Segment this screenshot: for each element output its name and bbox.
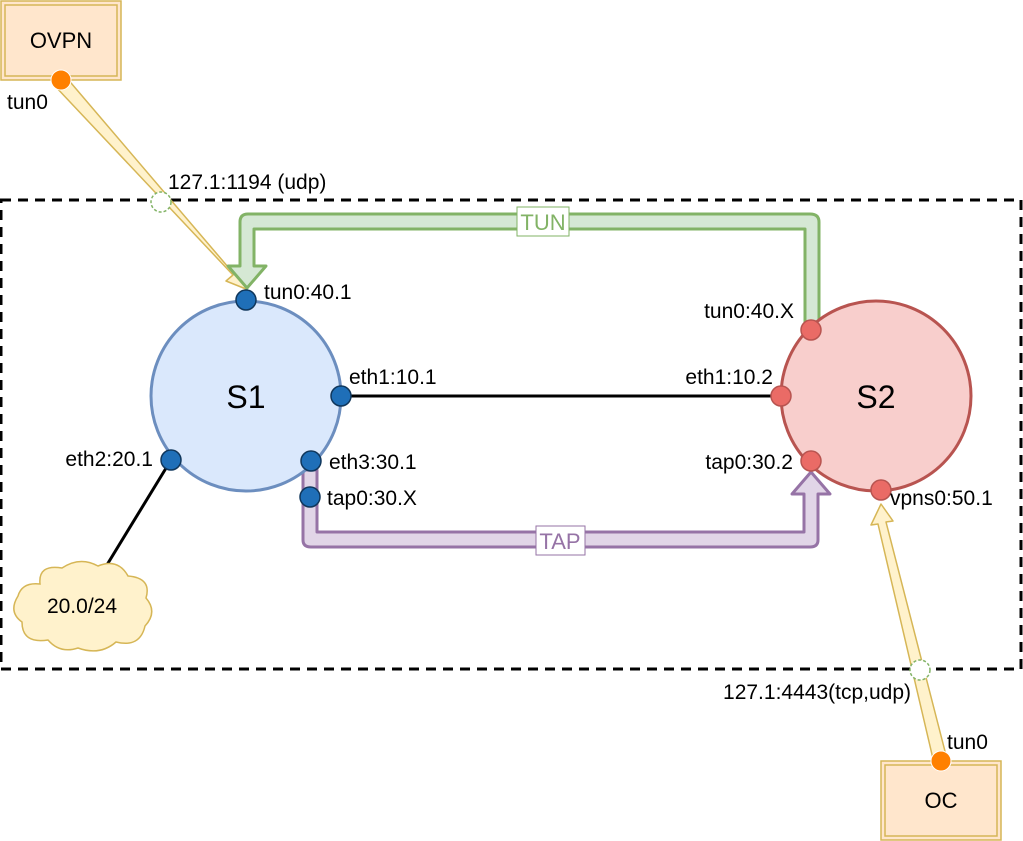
ovpn-tun0-port — [50, 69, 72, 91]
oc-listen-port — [909, 659, 931, 681]
ovpn-label: OVPN — [30, 28, 92, 53]
oc-label: OC — [925, 788, 958, 813]
s1-label: S1 — [226, 379, 265, 415]
s1-tap0-port — [299, 486, 321, 508]
s1-eth2-label: eth2:20.1 — [65, 448, 153, 471]
s2-tun0-label: tun0:40.X — [704, 300, 794, 323]
s2-eth1-label: eth1:10.2 — [685, 366, 773, 389]
s2-tap0-port — [800, 450, 822, 472]
oc-box — [880, 760, 1002, 841]
s2-tun0-port — [800, 319, 822, 341]
oc-tun0-label: tun0 — [947, 731, 988, 754]
s1-eth1-port — [330, 385, 352, 407]
tap-label-bg — [535, 525, 586, 556]
host-boundary — [0, 198, 1023, 671]
s2-eth1-port — [770, 385, 792, 407]
ovpn-listen-port — [150, 191, 172, 213]
s1-tap0-label: tap0:30.X — [327, 487, 417, 510]
s2-vpns0-port — [870, 479, 892, 501]
s1-tun0-port — [235, 289, 257, 311]
eth2-link — [100, 459, 173, 574]
tap-label: TAP — [539, 529, 580, 554]
ovpn-listen-label: 127.1:1194 (udp) — [168, 171, 326, 194]
oc-to-s2-arrow — [870, 503, 948, 764]
s2-label: S2 — [856, 379, 895, 415]
tun-label: TUN — [520, 210, 565, 235]
s2-vpns0-label: vpns0:50.1 — [890, 487, 993, 510]
tap-tunnel-arrow — [301, 468, 832, 549]
s1-eth3-port — [300, 450, 322, 472]
s1-eth3-label: eth3:30.1 — [329, 451, 417, 474]
subnet-cloud: 20.0/24 — [13, 560, 153, 652]
tun-label-bg — [516, 206, 570, 237]
oc-tun0-port — [930, 750, 952, 772]
s1-tun0-label: tun0:40.1 — [264, 281, 352, 304]
s2-tap0-label: tap0:30.2 — [705, 451, 793, 474]
cloud-label: 20.0/24 — [47, 595, 117, 618]
ovpn-tun0-label: tun0 — [7, 91, 48, 114]
s1-eth1-label: eth1:10.1 — [349, 366, 437, 389]
cloud-shape — [13, 560, 153, 652]
oc-listen-label: 127.1:4443(tcp,udp) — [723, 681, 911, 704]
tun-tunnel-arrow — [226, 212, 821, 324]
s1-eth2-port — [160, 449, 182, 471]
